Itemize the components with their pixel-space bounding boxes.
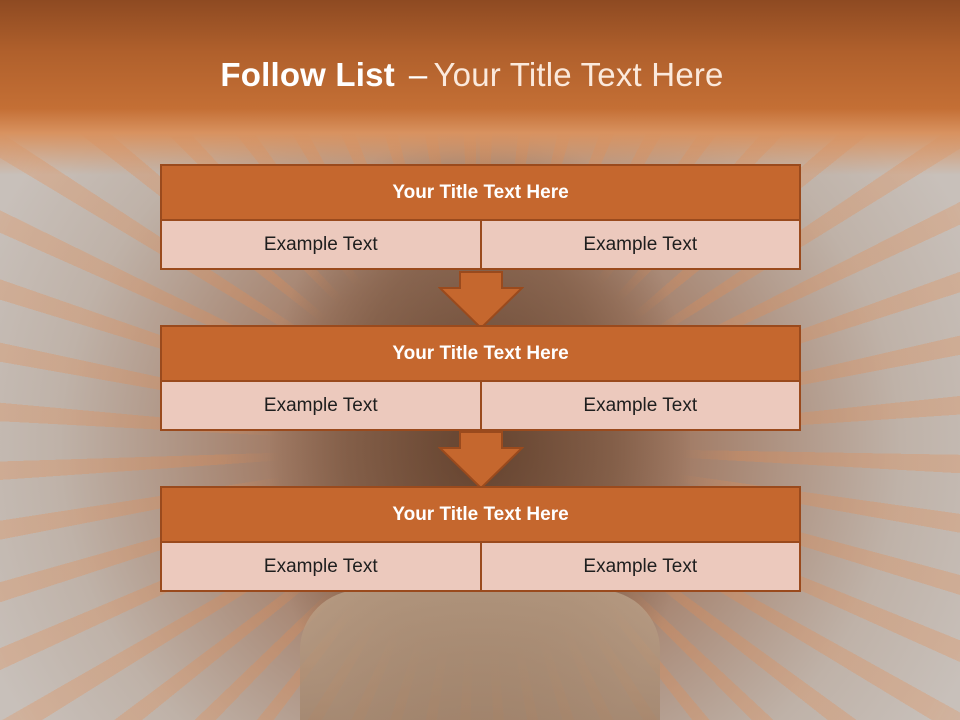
block-right-text: Example Text — [481, 543, 801, 592]
block-row: Example Text Example Text — [160, 221, 801, 270]
slide-title-dash: – — [408, 56, 428, 93]
block-left-text: Example Text — [160, 221, 482, 270]
block-right-text: Example Text — [481, 221, 801, 270]
block-row: Example Text Example Text — [160, 543, 801, 592]
slide-title-rest: Your Title Text Here — [433, 56, 724, 93]
block-title: Your Title Text Here — [160, 164, 801, 221]
slide-title-bold: Follow List — [220, 56, 395, 93]
down-arrow-icon — [438, 271, 524, 329]
block-title: Your Title Text Here — [160, 486, 801, 543]
list-block-3: Your Title Text Here Example Text Exampl… — [160, 486, 801, 592]
down-arrow-icon — [438, 431, 524, 489]
list-block-1: Your Title Text Here Example Text Exampl… — [160, 164, 801, 270]
title-banner — [0, 0, 960, 175]
list-block-2: Your Title Text Here Example Text Exampl… — [160, 325, 801, 431]
background-boxer-shorts — [300, 590, 660, 720]
block-left-text: Example Text — [160, 543, 482, 592]
block-right-text: Example Text — [481, 382, 801, 431]
block-title: Your Title Text Here — [160, 325, 801, 382]
block-row: Example Text Example Text — [160, 382, 801, 431]
slide-title: Follow List–Your Title Text Here — [0, 56, 944, 94]
block-left-text: Example Text — [160, 382, 482, 431]
